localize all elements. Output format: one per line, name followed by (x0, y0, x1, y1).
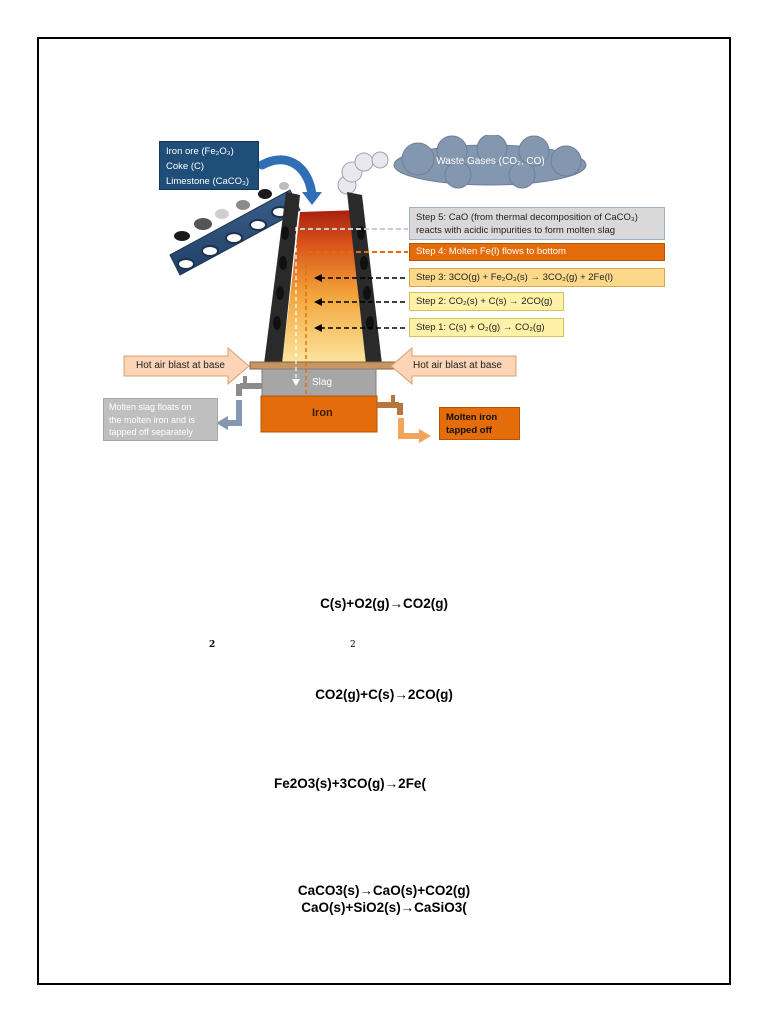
hot-air-left-label: Hot air blast at base (136, 360, 225, 371)
slag-note-line3: tapped off separately (109, 427, 193, 437)
feed-arrow-icon (257, 155, 317, 201)
step3-box: Step 3: 3CO(g) + Fe₂O₃(s) → 3CO₂(g) + 2F… (409, 268, 665, 287)
conveyor-belt (169, 182, 301, 276)
slag-note-line1: Molten slag floats on (109, 402, 192, 412)
waste-gases-label: Waste Gases (CO₂, CO) (436, 156, 545, 167)
step1-box: Step 1: C(s) + O₂(g) → CO₂(g) (409, 318, 564, 337)
equation-3: Fe2O3(s)+3CO(g)→2Fe( (274, 776, 426, 791)
step2-label: Step 2: CO₂(s) + C(s) → 2CO(g) (416, 296, 553, 307)
smoke-icon (337, 151, 389, 195)
furnace-left-wall (264, 192, 300, 364)
input-limestone: Limestone (CaCO₃) (166, 176, 250, 187)
slag-layer (261, 368, 377, 397)
iron-layer (260, 395, 378, 433)
iron-outlet-arrow-icon (398, 418, 421, 439)
molten-iron-line1: Molten iron (446, 412, 498, 423)
slag-outlet-arrow-icon (226, 400, 242, 426)
step4-label: Step 4: Molten Fe(l) flows to bottom (416, 246, 566, 257)
molten-iron-box: Molten iron tapped off (439, 407, 520, 440)
step4-box: Step 4: Molten Fe(l) flows to bottom (409, 243, 665, 261)
furnace-base-ring (249, 361, 397, 370)
slag-tap-icon (236, 376, 262, 396)
hot-air-right-arrow-icon (390, 346, 517, 386)
iron-label: Iron (312, 407, 333, 419)
equation-2: CO2(g)+C(s)→2CO(g) (315, 687, 453, 702)
hot-air-left-arrow-icon (123, 346, 250, 386)
equation-4: CaCO3(s)→CaO(s)+CO2(g) (297, 883, 471, 898)
step5-line1: Step 5: CaO (from thermal decomposition … (416, 212, 638, 223)
hot-air-right-label: Hot air blast at base (413, 360, 502, 371)
waste-gases-cloud-icon (393, 135, 587, 189)
step5-box: Step 5: CaO (from thermal decomposition … (409, 207, 665, 240)
page-border (37, 37, 731, 985)
step1-label: Step 1: C(s) + O₂(g) → CO₂(g) (416, 322, 545, 333)
slag-label: Slag (312, 377, 333, 388)
inputs-box: Iron ore (Fe₂O₃) Coke (C) Limestone (CaC… (159, 141, 259, 190)
iron-tap-icon (377, 395, 403, 415)
equation-5: CaO(s)+SiO2(s)→CaSiO3( (301, 900, 467, 915)
input-coke: Coke (C) (166, 161, 205, 172)
step2-box: Step 2: CO₂(s) + C(s) → 2CO(g) (409, 292, 564, 311)
step5-line2: reacts with acidic impurities to form mo… (416, 225, 616, 236)
equation-1: C(s)+O2(g)→CO2(g) (320, 596, 448, 611)
step3-label: Step 3: 3CO(g) + Fe₂O₃(s) → 3CO₂(g) + 2F… (416, 272, 614, 283)
stray-subscript-2: 2 (350, 640, 356, 650)
stray-subscript-1: 2 (209, 640, 216, 650)
slag-note-line2: the molten iron and is (109, 414, 196, 425)
input-iron-ore: Iron ore (Fe₂O₃) (166, 146, 234, 157)
slag-note-box: Molten slag floats on the molten iron an… (103, 398, 218, 441)
molten-iron-line2: tapped off (446, 425, 492, 436)
